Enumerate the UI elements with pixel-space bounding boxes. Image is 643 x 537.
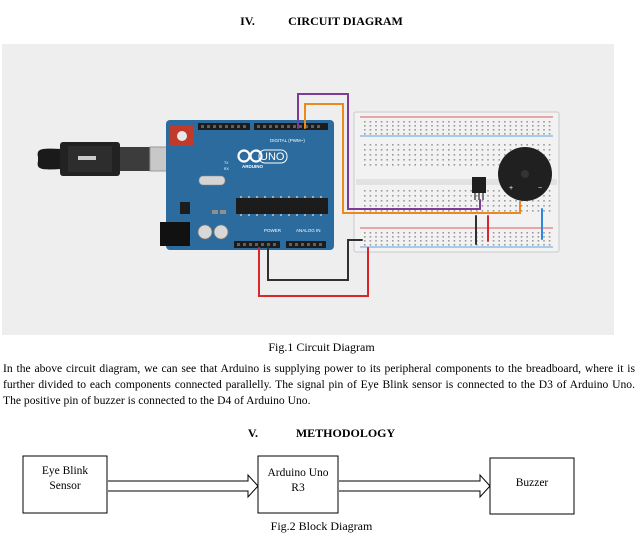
body-paragraph: In the above circuit diagram, we can see… — [3, 362, 635, 407]
arrow-right-icon — [339, 473, 491, 499]
arduino-logo-icon — [237, 149, 263, 163]
section-numeral: V. — [247, 426, 258, 440]
figure-2-caption: Fig.2 Block Diagram — [270, 519, 373, 533]
block-diagram-figure: Eye Blink Sensor Arduino Uno R3 Buzzer — [0, 450, 643, 520]
arrow-right-icon — [108, 473, 259, 499]
tx-label: TX — [224, 161, 229, 165]
circuit-diagram-figure: DIGITAL (PWM~) UNO ARDUINO TX RX — [2, 44, 614, 335]
block-label-line1: Buzzer — [516, 477, 549, 489]
crystal-oscillator — [198, 175, 226, 186]
block-label-line1: Arduino Uno — [267, 467, 328, 479]
wire-red — [258, 247, 369, 297]
power-label: POWER — [264, 228, 282, 233]
block-label-line2: R3 — [291, 482, 305, 494]
section-title: CIRCUIT DIAGRAM — [288, 14, 403, 28]
arduino-brand-label: ARDUINO — [242, 164, 263, 169]
eye-blink-sensor — [472, 177, 486, 193]
section-heading-methodology: V. METHODOLOGY — [0, 426, 643, 441]
buzzer-minus-icon: − — [538, 185, 542, 192]
wire-orange — [304, 103, 521, 214]
capacitor — [197, 224, 213, 240]
section-heading-circuit-diagram: IV. CIRCUIT DIAGRAM — [0, 14, 643, 29]
microcontroller-chip — [236, 198, 328, 214]
buzzer-plus-icon: + — [509, 185, 513, 192]
rx-label: RX — [224, 167, 230, 171]
buzzer: + − — [498, 147, 552, 201]
wire-purple — [297, 93, 481, 210]
breadboard — [353, 111, 560, 253]
block-label-line1: Eye Blink — [42, 465, 89, 477]
block-label-line2: Sensor — [49, 480, 80, 492]
section-title: METHODOLOGY — [295, 426, 396, 440]
wire-black — [267, 239, 363, 281]
figure-1-caption: Fig.1 Circuit Diagram — [268, 340, 375, 354]
analog-in-label: ANALOG IN — [296, 228, 321, 233]
block-buzzer — [489, 457, 575, 515]
arduino-uno-board: DIGITAL (PWM~) UNO ARDUINO TX RX — [160, 120, 334, 250]
uno-logo-text: UNO — [260, 151, 285, 163]
block-arduino-uno — [257, 455, 339, 514]
section-numeral: IV. — [240, 14, 255, 28]
block-eye-blink-sensor — [22, 455, 108, 514]
capacitor — [213, 224, 229, 240]
power-jack — [160, 222, 190, 246]
digital-pwm-label: DIGITAL (PWM~) — [270, 138, 305, 143]
